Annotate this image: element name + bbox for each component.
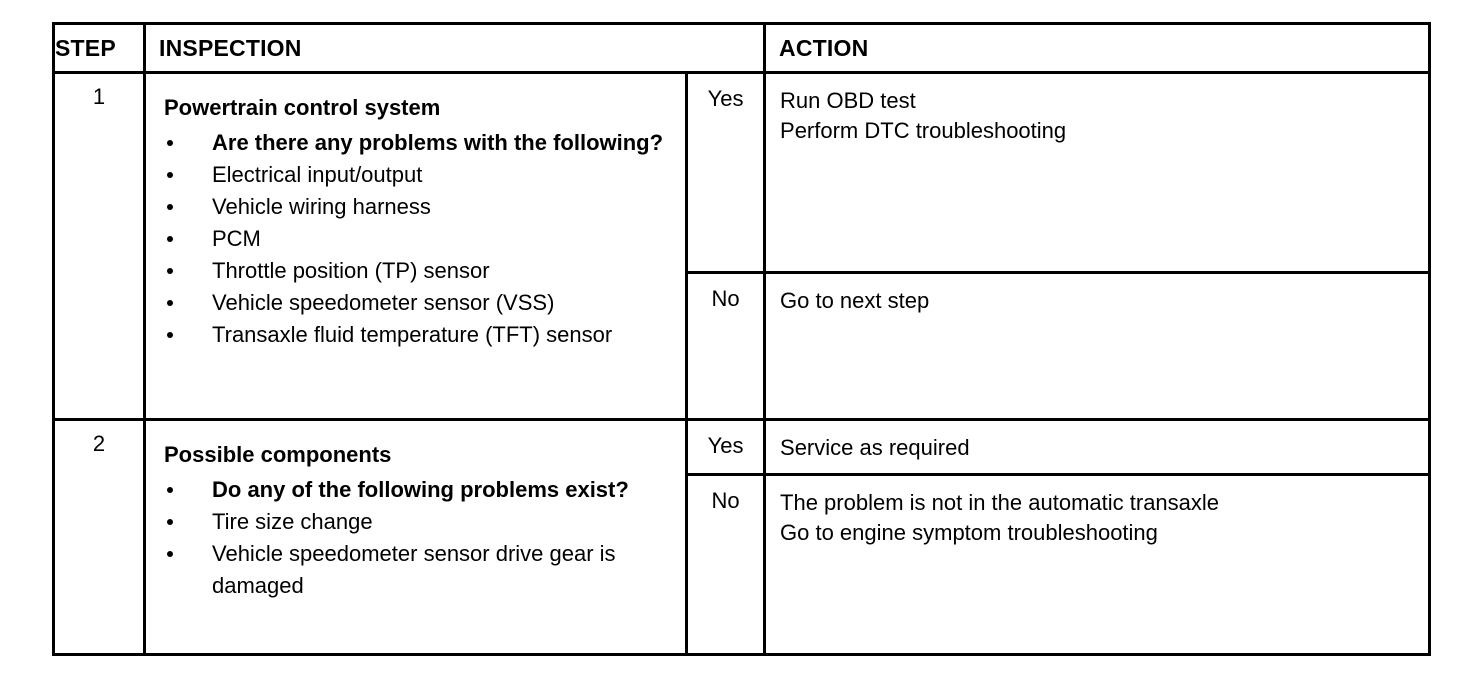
list-item: Throttle position (TP) sensor bbox=[164, 255, 675, 287]
table-row-step1-yes: 1 Powertrain control system Are there an… bbox=[52, 71, 1432, 421]
list-item: Electrical input/output bbox=[164, 159, 675, 191]
action-content-step1-yes: Run OBD test Perform DTC troubleshooting bbox=[766, 74, 1428, 156]
action-cell-step2-yes: Service as required bbox=[763, 418, 1432, 476]
answer-label-no: No bbox=[711, 488, 740, 513]
answer-cell-step2-yes: Yes bbox=[684, 418, 767, 476]
answer-cell-step1-yes: Yes bbox=[684, 71, 767, 274]
table-header-row: STEP INSPECTION ACTION bbox=[52, 22, 1432, 74]
list-item-label: Are there any problems with the followin… bbox=[212, 130, 664, 155]
action-content-step2-yes: Service as required bbox=[766, 421, 1428, 473]
inspection-content-1: Powertrain control system Are there any … bbox=[146, 74, 685, 361]
list-item: Do any of the following problems exist? bbox=[164, 474, 675, 506]
action-line: Go to engine symptom troubleshooting bbox=[780, 520, 1158, 545]
list-item-label: Tire size change bbox=[212, 509, 373, 534]
header-label-step: STEP bbox=[55, 35, 116, 61]
step-number-2: 2 bbox=[92, 431, 106, 456]
action-line: Service as required bbox=[780, 435, 970, 460]
table-row-step1-no: No Go to next step bbox=[54, 271, 1432, 421]
action-line: Go to next step bbox=[780, 288, 930, 313]
header-cell-inspection: INSPECTION bbox=[142, 22, 767, 74]
header-cell-action: ACTION bbox=[763, 22, 1432, 74]
step-number-cell-2: 2 bbox=[52, 418, 146, 656]
bullet-icon bbox=[167, 551, 173, 557]
bullet-icon bbox=[167, 332, 173, 338]
bullet-icon bbox=[167, 140, 173, 146]
action-line: Perform DTC troubleshooting bbox=[780, 118, 1067, 143]
bullet-icon bbox=[167, 519, 173, 525]
bullet-icon bbox=[167, 487, 173, 493]
answer-cell-step1-no: No bbox=[684, 271, 767, 421]
bullet-icon bbox=[167, 268, 173, 274]
bullet-icon bbox=[167, 172, 173, 178]
list-item-label: Do any of the following problems exist? bbox=[212, 477, 629, 502]
table-row-step2-yes: 2 Possible components Do any of the foll… bbox=[52, 418, 1432, 656]
list-item: PCM bbox=[164, 223, 675, 255]
action-cell-step1-no: Go to next step bbox=[763, 271, 1432, 421]
header-cell-step: STEP bbox=[52, 22, 146, 74]
list-item-label: Vehicle speedometer sensor drive gear is… bbox=[212, 541, 616, 598]
action-cell-step1-yes: Run OBD test Perform DTC troubleshooting bbox=[763, 71, 1432, 274]
answer-cell-step2-no: No bbox=[684, 473, 767, 656]
action-line: Run OBD test bbox=[780, 88, 916, 113]
answer-label-yes: Yes bbox=[707, 433, 744, 458]
list-item-label: Throttle position (TP) sensor bbox=[212, 258, 490, 283]
inspection-cell-1: Powertrain control system Are there any … bbox=[143, 71, 688, 421]
step-number-1: 1 bbox=[92, 84, 106, 109]
inspection-content-2: Possible components Do any of the follow… bbox=[146, 421, 685, 612]
header-label-action: ACTION bbox=[779, 35, 869, 61]
inspection-title-1: Powertrain control system bbox=[164, 95, 441, 120]
inspection-list-2: Do any of the following problems exist? … bbox=[164, 474, 675, 602]
action-content-step2-no: The problem is not in the automatic tran… bbox=[766, 476, 1428, 558]
answer-label-no: No bbox=[711, 286, 740, 311]
list-item: Vehicle speedometer sensor drive gear is… bbox=[164, 538, 675, 602]
bullet-icon bbox=[167, 300, 173, 306]
table-row-step2-no: No The problem is not in the automatic t… bbox=[54, 473, 1432, 656]
step-number-cell-1: 1 bbox=[52, 71, 146, 421]
list-item: Are there any problems with the followin… bbox=[164, 127, 675, 159]
list-item-label: PCM bbox=[212, 226, 261, 251]
bullet-icon bbox=[167, 236, 173, 242]
list-item-label: Vehicle wiring harness bbox=[212, 194, 431, 219]
list-item-label: Electrical input/output bbox=[212, 162, 423, 187]
list-item: Transaxle fluid temperature (TFT) sensor bbox=[164, 319, 675, 351]
answer-label-yes: Yes bbox=[707, 86, 744, 111]
list-item: Vehicle speedometer sensor (VSS) bbox=[164, 287, 675, 319]
list-item-label: Transaxle fluid temperature (TFT) sensor bbox=[212, 322, 613, 347]
action-content-step1-no: Go to next step bbox=[766, 274, 1428, 326]
inspection-list-1: Are there any problems with the followin… bbox=[164, 127, 675, 351]
action-cell-step2-no: The problem is not in the automatic tran… bbox=[763, 473, 1432, 656]
inspection-cell-2: Possible components Do any of the follow… bbox=[143, 418, 688, 656]
list-item: Vehicle wiring harness bbox=[164, 191, 675, 223]
header-label-inspection: INSPECTION bbox=[159, 35, 302, 61]
list-item-label: Vehicle speedometer sensor (VSS) bbox=[212, 290, 555, 315]
diagnostic-table: STEP INSPECTION ACTION 1 Powertrain cont… bbox=[52, 22, 1432, 656]
inspection-title-2: Possible components bbox=[164, 442, 392, 467]
bullet-icon bbox=[167, 204, 173, 210]
action-line: The problem is not in the automatic tran… bbox=[780, 490, 1220, 515]
list-item: Tire size change bbox=[164, 506, 675, 538]
